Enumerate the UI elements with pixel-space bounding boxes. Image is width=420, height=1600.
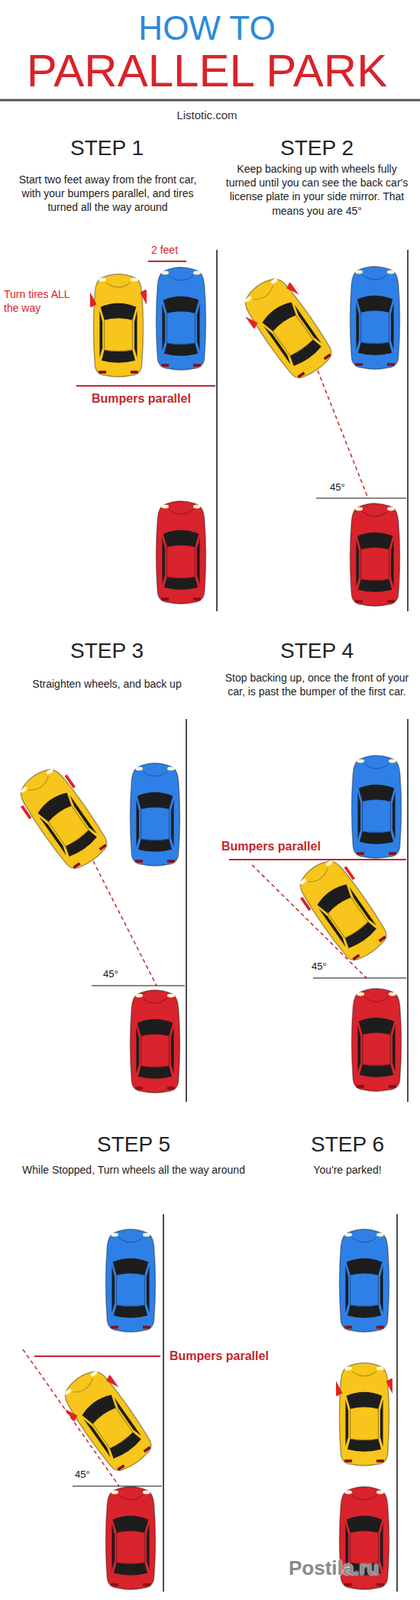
step-heading: STEP 2 [217, 134, 417, 162]
step4-scene [229, 718, 408, 1102]
angle-line [91, 985, 185, 986]
front-car [155, 267, 206, 370]
step5-scene [22, 1213, 166, 1591]
step-text: Straighten wheels, and back up [7, 676, 207, 691]
title-line: PARALLEL PARK [0, 41, 417, 101]
back-car [129, 989, 180, 1092]
back-car [155, 500, 206, 604]
step-heading: STEP 3 [7, 636, 207, 665]
bumper-line [34, 1354, 161, 1357]
callout-note: Turn tires ALL the way [3, 287, 87, 315]
curb-line [216, 249, 218, 611]
turned-tires [83, 289, 155, 308]
your-car-angled [287, 849, 398, 970]
curb-line [396, 1213, 398, 1591]
step-text: Keep backing up with wheels fully turned… [221, 161, 413, 218]
front-car [351, 755, 401, 858]
front-car [129, 762, 180, 866]
turned-tires [329, 1377, 401, 1396]
step-text: You're parked! [282, 1162, 413, 1176]
angle-label: 45° [74, 1467, 109, 1481]
front-car [105, 1228, 156, 1332]
angle-label: 45° [329, 481, 364, 495]
step-heading: STEP 1 [7, 134, 207, 162]
dimension-label: 2 feet [151, 242, 205, 257]
bumper-line [76, 384, 216, 387]
step-text: Start two feet away from the front car, … [13, 172, 202, 215]
callout-note: Bumpers parallel [169, 1347, 300, 1364]
callout-note: Bumpers parallel [91, 390, 222, 408]
angle-guide [22, 1348, 120, 1486]
step-heading: STEP 4 [217, 636, 417, 665]
front-car [339, 1228, 389, 1332]
your-car-parked [339, 1362, 389, 1465]
distance-line [148, 260, 187, 262]
your-car [93, 274, 143, 377]
angle-guide [317, 370, 369, 498]
back-car [351, 988, 401, 1091]
angle-label: 45° [103, 967, 137, 981]
step-heading: STEP 6 [282, 1130, 413, 1158]
step3-scene [8, 718, 187, 1102]
curb-line [162, 1213, 165, 1591]
step2-scene [229, 249, 408, 611]
curb-line [407, 249, 409, 611]
front-car [349, 266, 400, 369]
angle-line [316, 497, 407, 499]
step-text: Stop backing up, once the front of your … [221, 670, 413, 698]
step-text: While Stopped, Turn wheels all the way a… [7, 1162, 260, 1176]
angle-line [72, 1485, 162, 1487]
callout-note: Bumpers parallel [221, 838, 352, 855]
header-rule [0, 99, 420, 102]
source-credit: Listotic.com [0, 107, 417, 123]
step-heading: STEP 5 [7, 1130, 260, 1158]
step1-scene [76, 249, 217, 611]
curb-line [407, 718, 409, 1102]
bumper-line [229, 858, 407, 860]
angle-guide [252, 864, 367, 978]
your-car-angled [8, 757, 119, 878]
angle-label: 45° [311, 959, 346, 973]
back-car [105, 1486, 156, 1589]
title-line: HOW TO [0, 6, 417, 50]
curb-line [185, 718, 188, 1102]
angle-line [313, 977, 407, 979]
watermark: Postila.ru [288, 1554, 415, 1581]
your-car-angled [229, 264, 346, 390]
back-car [349, 503, 400, 606]
step6-scene [329, 1213, 401, 1591]
your-car-angled [48, 1356, 166, 1482]
angle-guide [93, 860, 157, 986]
